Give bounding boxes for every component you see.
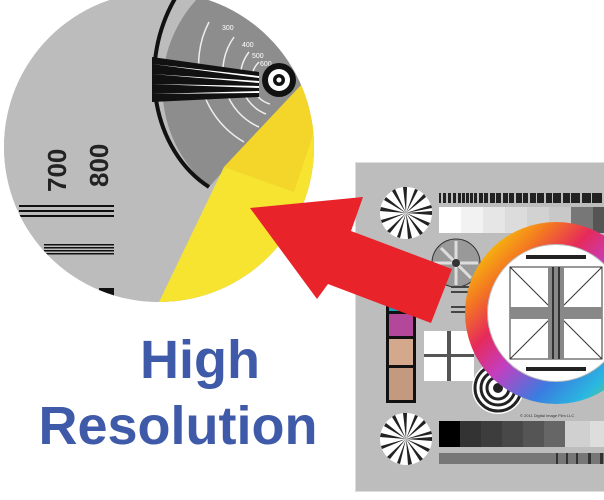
copyright-text: © 2011 Digital Image Film LLC (520, 413, 575, 418)
color-wheel (465, 222, 604, 404)
test-chart-graphic (380, 187, 604, 465)
barcode-top (439, 193, 604, 203)
headline-line-2: Resolution (38, 396, 318, 456)
scale-label-800: 800 (84, 144, 114, 187)
arc-label-600: 600 (260, 61, 272, 68)
line-wedge (152, 57, 259, 102)
arc-label-400: 400 (242, 42, 254, 49)
resolution-square (424, 331, 474, 381)
red-arrow-icon (250, 197, 452, 323)
grayscale-bottom (439, 421, 604, 447)
headline-line-1: High (140, 330, 260, 390)
siemens-star-top (380, 187, 432, 239)
magnified-detail: 300 400 500 600 (4, 0, 314, 302)
siemens-star-bottom (380, 413, 432, 465)
resolution-test-chart: © 2011 Digital Image Film LLC (355, 162, 604, 492)
bullseye (262, 63, 296, 97)
grayscale-top (439, 207, 604, 233)
barcode-bottom (439, 453, 604, 464)
line-pairs-magnified (19, 205, 114, 296)
scale-label-700: 700 (42, 149, 72, 192)
arc-label-500: 500 (252, 53, 264, 60)
arc-label-300: 300 (222, 25, 234, 32)
magnifier-circle: 300 400 500 600 (4, 0, 314, 302)
